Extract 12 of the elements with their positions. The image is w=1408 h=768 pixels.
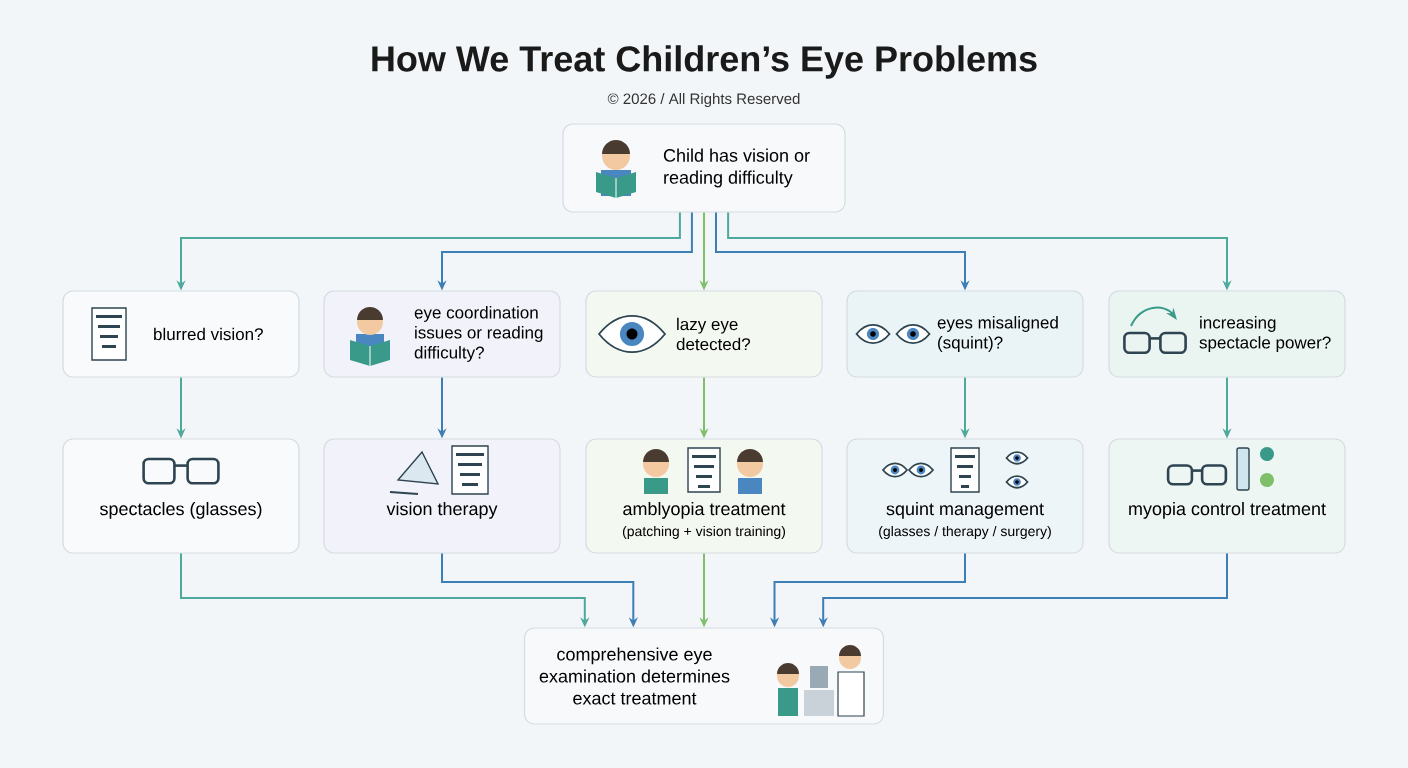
title: How We Treat Children’s Eye Problems bbox=[372, 45, 1037, 79]
treatment-box: squint management (glasses / therapy / surgery) bbox=[846, 438, 1084, 554]
treatment-box: myopia control treatment bbox=[1108, 438, 1346, 554]
treatment-box: spectacles (glasses) bbox=[62, 438, 300, 554]
question-box: lazy eye detected? bbox=[585, 290, 823, 378]
question-box: eye coordination issues or reading difficulty? bbox=[323, 290, 561, 378]
question-box: blurred vision? bbox=[62, 290, 300, 378]
start-box: Child has vision or reading difficulty bbox=[562, 123, 846, 213]
treatment-box: vision therapy bbox=[323, 438, 561, 554]
question-box: eyes misaligned (squint)? bbox=[846, 290, 1084, 378]
question-box: increasing spectacle power? bbox=[1108, 290, 1346, 378]
copyright-note: © 2026 / All Rights Reserved bbox=[607, 93, 800, 107]
